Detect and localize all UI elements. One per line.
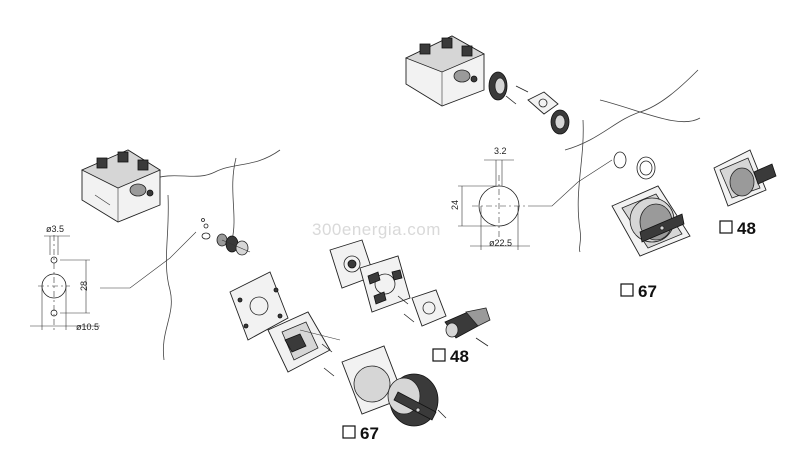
right-handle-ref: 67 [620,282,657,301]
ref-box-icon [342,425,356,439]
left-label-plate [411,289,447,327]
left-handle-ref: 67 [342,424,379,443]
left-insert-ref-label: 48 [450,347,469,366]
left-insert-key [444,307,491,339]
right-switch-block [404,35,485,107]
right-lock-nut [550,109,570,135]
right-panel-wall [564,69,701,253]
ref-box-icon [620,283,634,297]
ref-box-icon [719,220,733,234]
right-insert-ref: 48 [719,219,756,238]
right-insert-key [713,149,777,207]
left-dimension-drawing [30,235,100,330]
left-handle [341,345,439,427]
watermark: 300energia.com [312,220,441,239]
dim-flat: 3.2 [494,146,507,156]
right-leader-line [528,159,613,207]
left-shaft-bushing [216,233,251,256]
left-leader-line [100,231,197,289]
left-rear-plate [229,271,289,341]
dim-bore-diameter-right: ø22.5 [489,238,512,248]
left-handle-ref-label: 67 [360,424,379,443]
dim-hole-diameter: ø3.5 [46,224,64,234]
dim-height: 28 [79,281,89,291]
left-fixing-screws [201,218,211,240]
dim-height-right: 24 [450,200,460,210]
dim-bore-diameter: ø10.5 [76,322,99,332]
left-screw-set [321,295,489,419]
left-insert-ref: 48 [432,347,469,366]
right-rings [613,151,656,180]
right-insert-ref-label: 48 [737,219,756,238]
right-fixing-plate [527,91,559,115]
left-front-frame [267,311,341,373]
left-mid-plate [359,255,411,313]
right-adapter-ring [488,71,529,105]
left-panel-wall [149,149,281,361]
ref-box-icon [432,348,446,362]
left-switch-block [81,149,161,223]
right-handle-ref-label: 67 [638,282,657,301]
right-dimension-drawing [458,159,530,250]
right-handle [611,185,691,257]
